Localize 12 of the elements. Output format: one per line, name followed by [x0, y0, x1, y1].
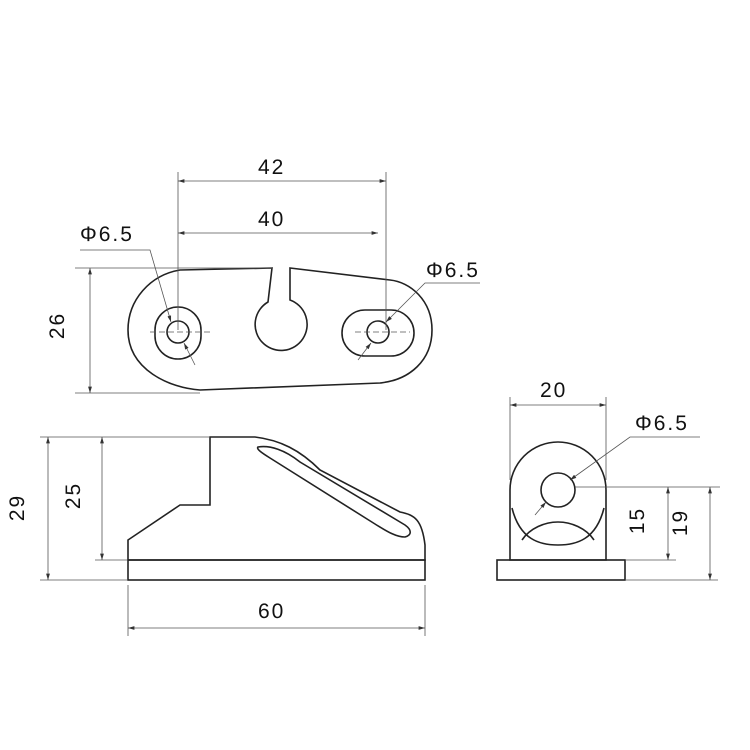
dimension-value: 25 [63, 482, 84, 510]
diameter-value: Φ6.5 [80, 224, 134, 245]
dimension-value: 19 [670, 508, 692, 536]
diameter-value: Φ6.5 [635, 413, 689, 434]
dimension-value: 29 [7, 494, 28, 522]
dimension-value: 15 [627, 506, 648, 534]
dimension-value: 60 [258, 601, 286, 622]
dimension-value: 20 [540, 380, 568, 401]
dimension-value: 26 [47, 312, 68, 340]
diameter-value: Φ6.5 [426, 260, 480, 281]
dimension-value: 42 [258, 157, 286, 178]
dimension-value: 40 [258, 209, 286, 230]
